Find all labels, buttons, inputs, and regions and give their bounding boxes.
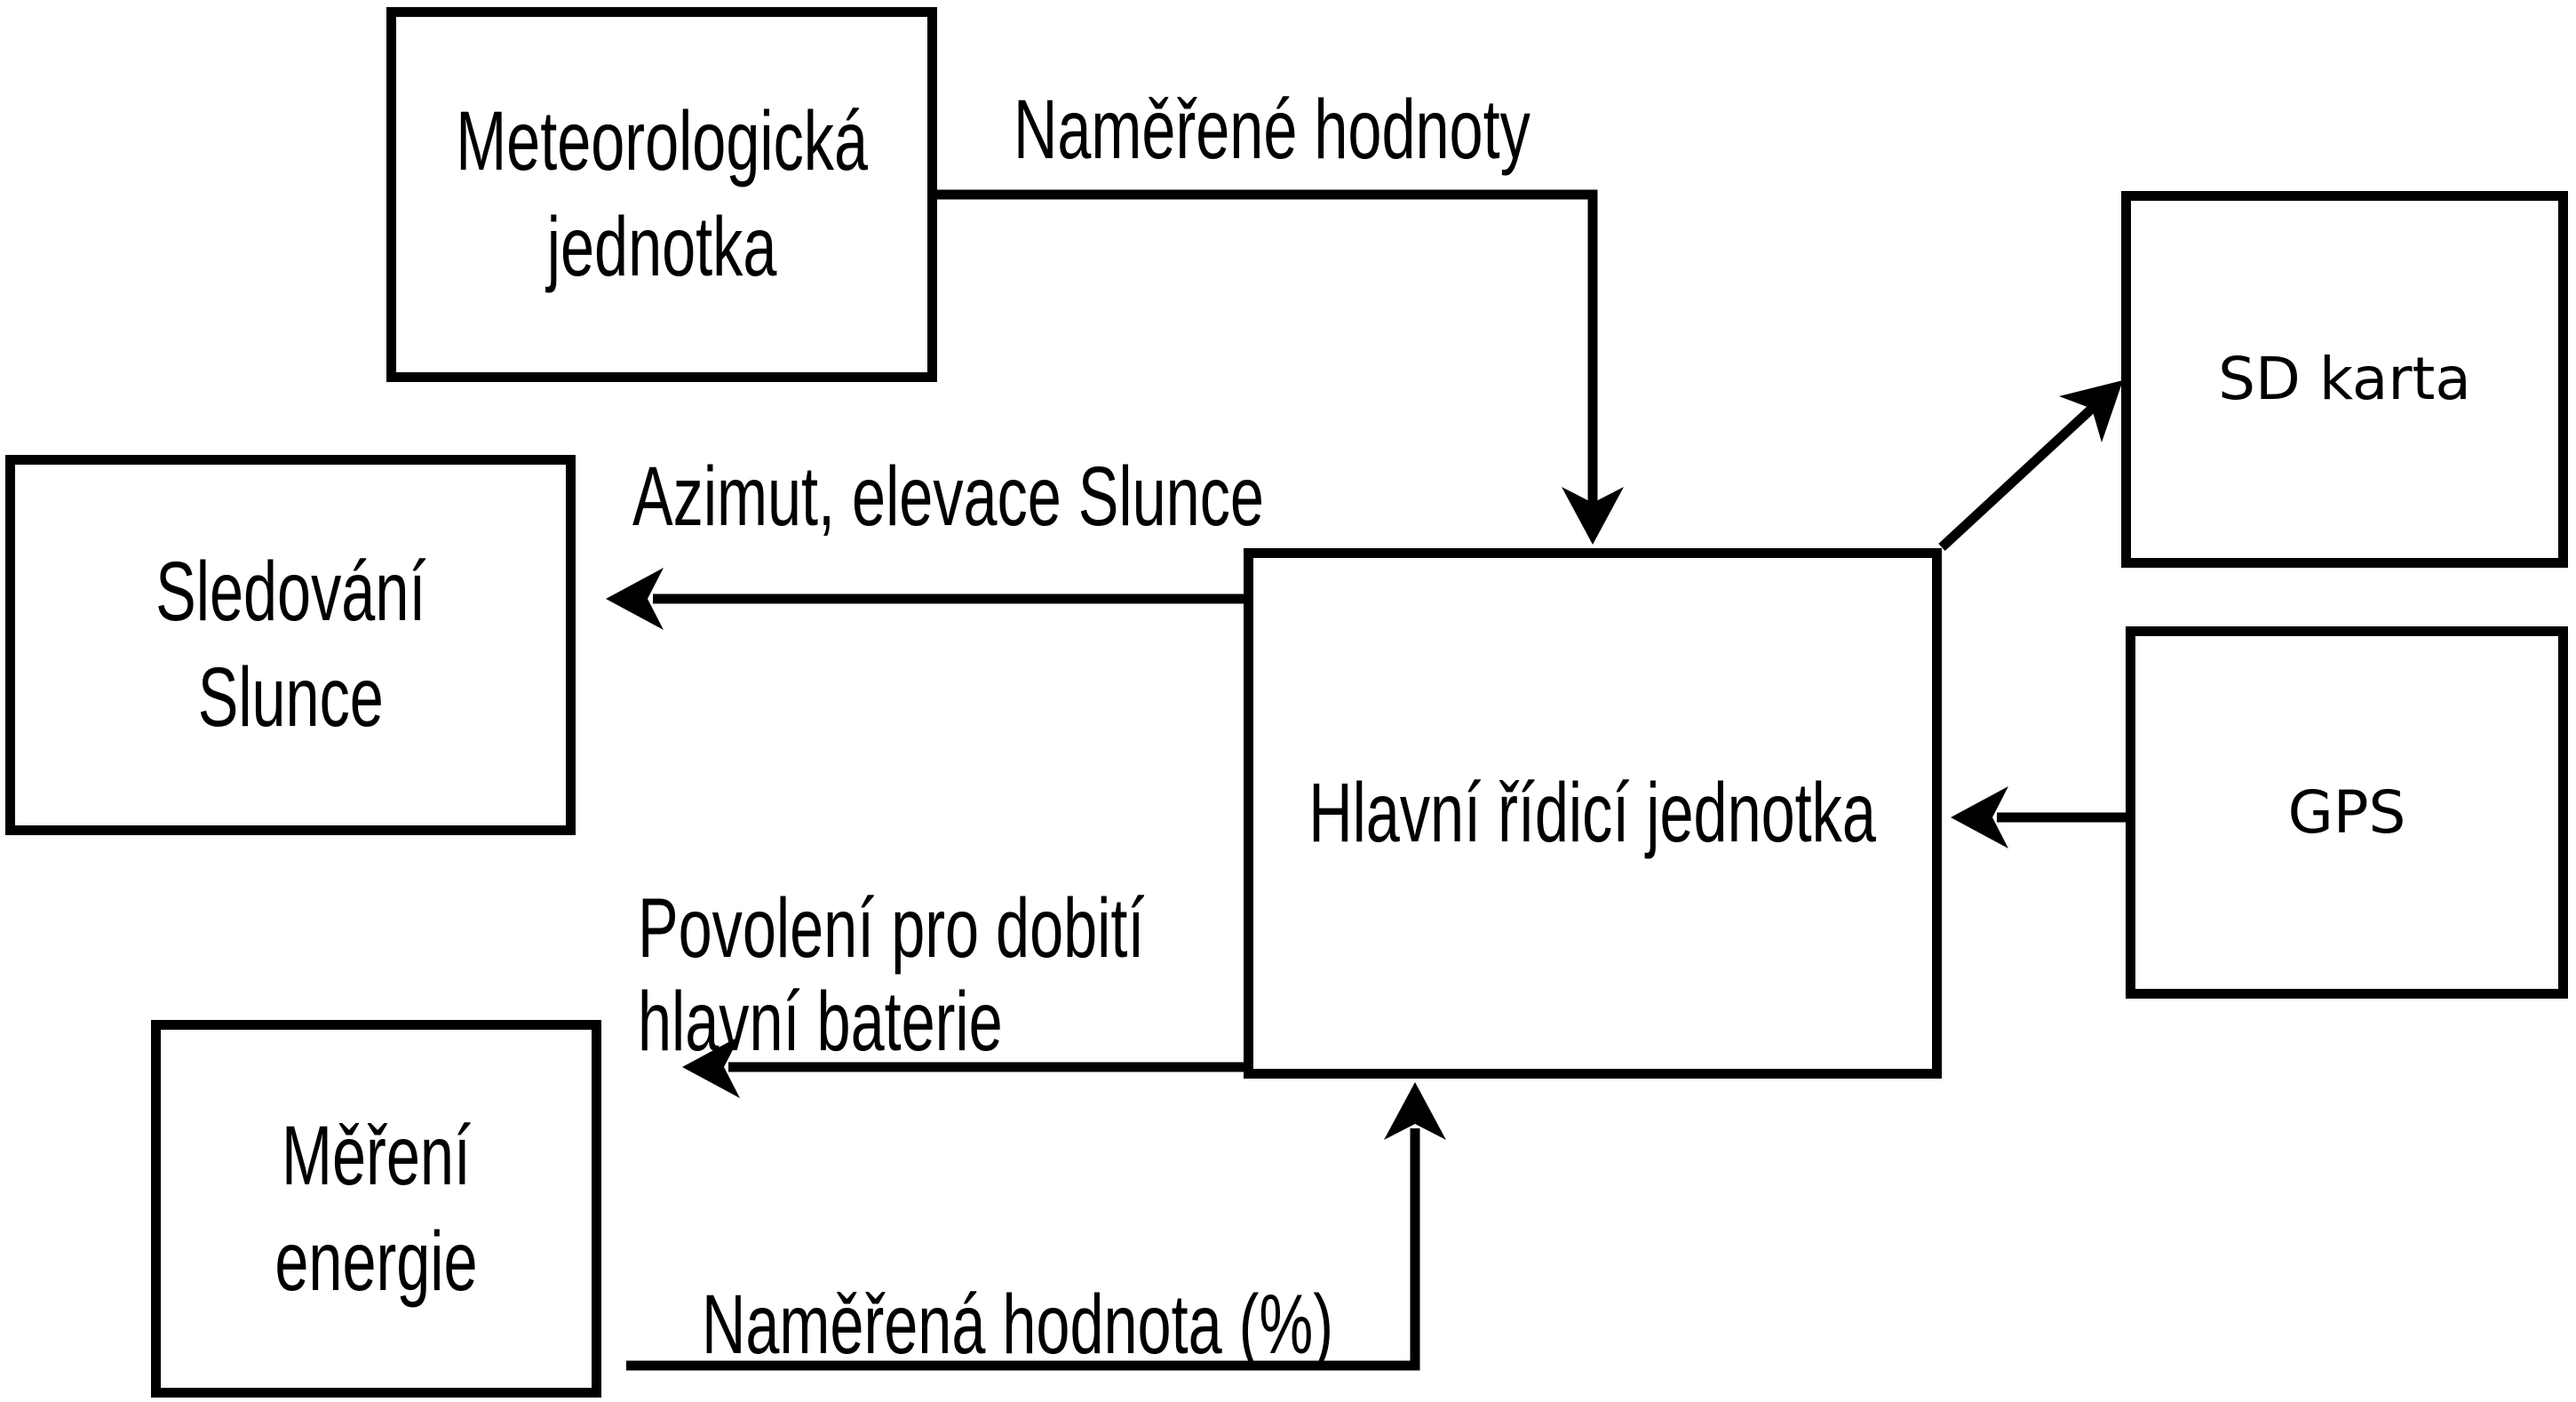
box-sd-karta: SD karta [2121,191,2568,568]
box-sd-label-line1: SD karta [2218,345,2471,414]
box-hlavni-label-line1: Hlavní řídicí jednotka [1308,766,1877,861]
box-sledovani-label-line2: Slunce [197,650,384,745]
box-sledovani-slunce-label: Sledování Slunce [155,539,425,751]
edge-label-namerena-hodnota: Naměřená hodnota (%) [702,1278,1333,1372]
box-mereni-label-line2: energie [274,1214,478,1309]
edge-label-povoleni-pro-dobiti: Povolení pro dobití hlavní baterie [638,882,1144,1068]
box-sd-karta-label: SD karta [2218,344,2471,414]
box-gps-label-line1: GPS [2287,777,2406,847]
box-hlavni-ridici-jednotka-label: Hlavní řídicí jednotka [1309,761,1877,866]
arrow-gps-to-hlavni [1951,786,2126,848]
arrow-hlavni-to-sd [1938,380,2123,552]
box-mereni-energie: Měření energie [151,1020,601,1398]
edge-label-povoleni-line2: hlavní baterie [638,974,1003,1069]
box-mereni-label-line1: Měření [282,1108,471,1203]
box-gps: GPS [2126,626,2568,999]
box-meteo-label-line1: Meteorologická [456,94,868,189]
box-sledovani-label-line1: Sledování [155,545,426,640]
box-meteo-label-line2: jednotka [546,200,777,294]
arrow-mereni-to-hlavni [626,1082,1446,1371]
edge-label-povoleni-line1: Povolení pro dobití [638,881,1145,976]
box-mereni-energie-label: Měření energie [274,1103,477,1315]
box-sledovani-slunce: Sledování Slunce [5,455,576,835]
box-meteorologicka-jednotka: Meteorologická jednotka [386,7,937,382]
arrow-meteo-to-hlavni [935,189,1624,545]
box-gps-label: GPS [2288,777,2406,848]
edge-label-namerene-hodnoty: Naměřené hodnoty [1014,83,1530,177]
box-hlavni-ridici-jednotka: Hlavní řídicí jednotka [1244,548,1942,1079]
arrow-hlavni-to-battery [682,1036,1244,1098]
arrow-hlavni-to-sledovani [606,568,1244,630]
box-meteorologicka-jednotka-label: Meteorologická jednotka [456,89,868,300]
edge-label-azimut-elevace-slunce: Azimut, elevace Slunce [632,450,1264,544]
